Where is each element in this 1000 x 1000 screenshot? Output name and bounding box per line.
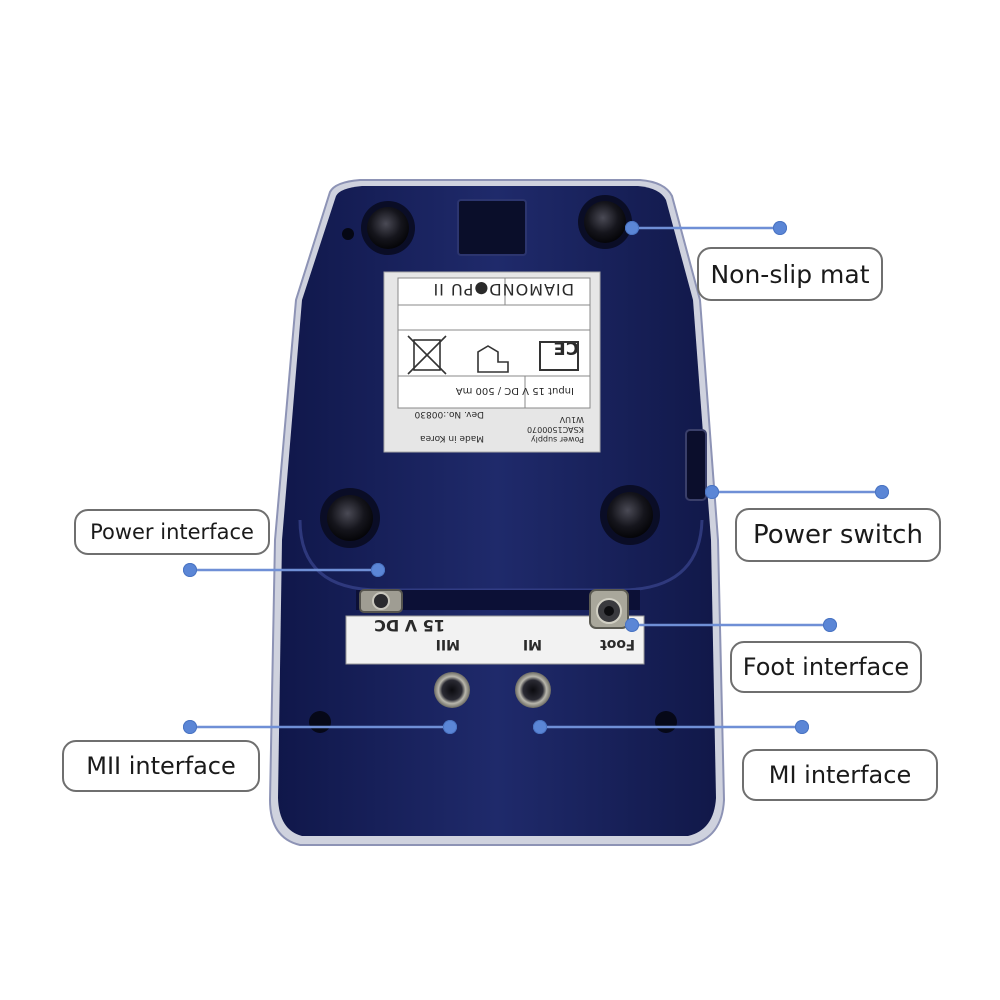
label-input: Input 15 V DC / 500 mA [456, 385, 574, 396]
leader-dot [625, 618, 639, 632]
label-brand: DIAMOND●PU II [432, 280, 574, 299]
port-label-mi: MI [523, 636, 542, 652]
ce-mark: CE [553, 337, 579, 358]
label-power-supply-2: KSAC1500070 [527, 425, 584, 434]
label-power-supply-1: Power supply [531, 435, 584, 444]
callout-mii-interface: MII interface [62, 740, 260, 792]
leader-lines [190, 226, 882, 729]
callout-non-slip-mat: Non-slip mat [697, 247, 883, 301]
non-slip-feet [320, 195, 660, 548]
callout-foot-interface: Foot interface [730, 641, 922, 693]
callout-text: Non-slip mat [710, 259, 870, 289]
callout-text: MII interface [86, 752, 236, 780]
label-made-in: Made in Korea [420, 433, 484, 443]
callout-text: Power interface [90, 520, 254, 544]
mi-jack [515, 672, 551, 708]
leader-dot [371, 563, 385, 577]
callout-power-interface: Power interface [74, 509, 270, 555]
leader-dot [795, 720, 809, 734]
port-label-mii: MII [436, 636, 460, 652]
plug-icon [477, 345, 509, 373]
power-socket [359, 589, 403, 613]
leader-dot [183, 563, 197, 577]
mii-jack [434, 672, 470, 708]
leader-dot [443, 720, 457, 734]
weee-icon [407, 335, 447, 375]
leader-dot [773, 221, 787, 235]
foot-socket [589, 589, 629, 629]
leader-dot [875, 485, 889, 499]
label-power-supply-3: W1UV [559, 415, 584, 424]
port-label-foot: Foot [600, 636, 635, 652]
callout-text: MI interface [768, 761, 912, 789]
leader-dot [183, 720, 197, 734]
ce-mark-frame [539, 341, 579, 371]
callout-mi-interface: MI interface [742, 749, 938, 801]
callout-text: Foot interface [742, 653, 910, 681]
callout-power-switch: Power switch [735, 508, 941, 562]
label-dev-no: Dev. No.:00830 [414, 409, 484, 419]
leader-dot [625, 221, 639, 235]
rear-panel: Foot MI MII 15 V DC [345, 589, 645, 708]
leader-dot [533, 720, 547, 734]
leader-dot [823, 618, 837, 632]
rating-label: Made in Korea Power supply KSAC1500070 W… [383, 271, 601, 453]
callout-text: Power switch [753, 520, 923, 550]
port-label-dc: 15 V DC [374, 616, 445, 635]
leader-dot [705, 485, 719, 499]
